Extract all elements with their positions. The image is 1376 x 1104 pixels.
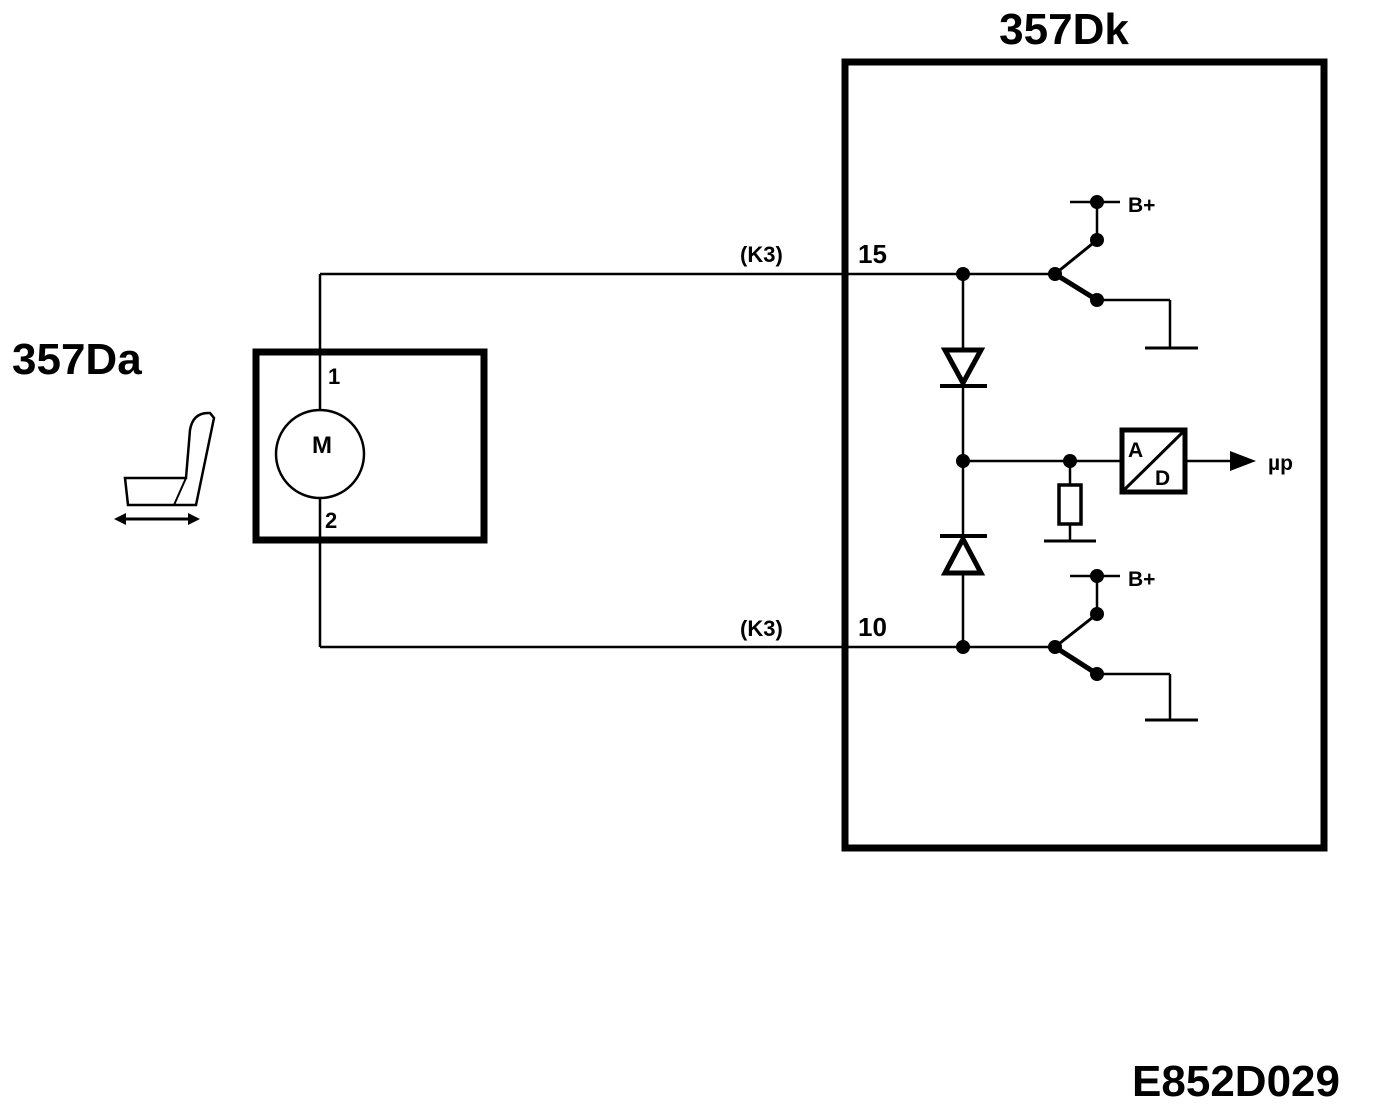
seat-icon — [123, 411, 216, 507]
relay-switch-bottom — [1048, 569, 1198, 722]
adc-d-label: D — [1155, 467, 1170, 490]
supply-top-label: B+ — [1128, 194, 1155, 217]
figure-code: E852D029 — [1132, 1057, 1340, 1104]
double-arrow-icon — [114, 513, 200, 525]
pin-2-label: 2 — [325, 508, 337, 533]
pin-15-label: 15 — [858, 239, 887, 269]
pin-1-label: 1 — [328, 364, 340, 389]
module-357dk-label: 357Dk — [999, 5, 1129, 54]
module-357dk-box — [841, 58, 1328, 852]
adc-a-label: A — [1128, 439, 1143, 462]
diode-bottom-symbol — [940, 533, 987, 576]
diode-top-symbol — [940, 347, 987, 389]
connector-bottom-label: (K3) — [740, 616, 783, 641]
module-357da-box — [252, 348, 488, 544]
resistor-symbol — [1057, 461, 1083, 541]
output-label: µp — [1268, 452, 1293, 475]
motor-label: M — [312, 432, 332, 459]
pin-10-label: 10 — [858, 612, 887, 642]
supply-bottom-label: B+ — [1128, 568, 1155, 591]
relay-switch-top — [1048, 195, 1198, 350]
wire-bottom — [318, 498, 1055, 649]
connector-top-label: (K3) — [740, 242, 783, 267]
module-357da-label: 357Da — [12, 335, 142, 384]
output-arrow-icon — [1230, 451, 1256, 471]
wire-top — [318, 272, 1055, 410]
